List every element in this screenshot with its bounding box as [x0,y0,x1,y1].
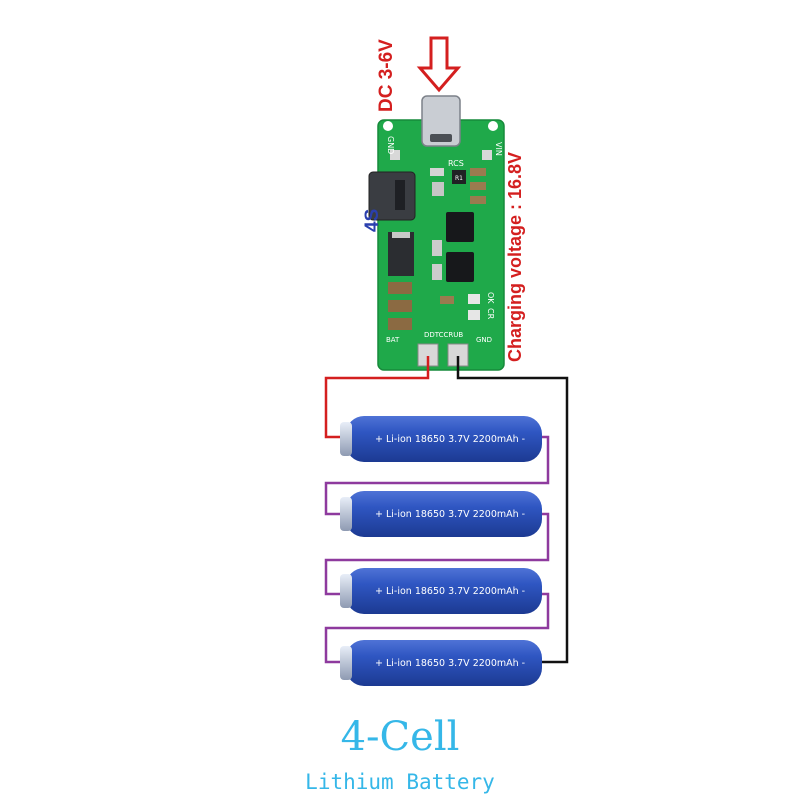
cell-label: + Li-ion 18650 3.7V 2200mAh - [375,586,525,597]
cr-label: CR [486,308,495,320]
purple-wire-1 [324,435,550,516]
model-label: DDTCCRUB [424,331,463,339]
input-arrow-icon [416,36,462,93]
controller-chip [446,212,474,242]
resistor-code-label: R1 [455,175,463,182]
pin-vin-label: VIN [494,142,503,156]
input-voltage-label: DC 3-6V [376,39,397,112]
led-cr [468,310,480,320]
led-ok [468,294,480,304]
bat-label: BAT [386,336,400,344]
purple-wire-2 [324,512,550,596]
battery-cell: + Li-ion 18650 3.7V 2200mAh - [340,491,542,537]
gnd-label: GND [476,336,492,344]
battery-cell: + Li-ion 18650 3.7V 2200mAh - [340,416,542,462]
battery-cell: + Li-ion 18650 3.7V 2200mAh - [340,640,542,686]
mosfet-chip [446,252,474,282]
rcs-label: RCS [448,159,464,168]
wiring [324,356,569,664]
cell-label: + Li-ion 18650 3.7V 2200mAh - [375,434,525,445]
cell-label: + Li-ion 18650 3.7V 2200mAh - [375,509,525,520]
purple-wire-3 [324,592,550,664]
diode [388,232,414,276]
usb-c-connector [421,95,461,147]
page-title: 4-Cell [340,714,460,760]
pin-gnd-top-label: GND [386,136,395,154]
page-subtitle: Lithium Battery [305,770,495,794]
charging-voltage-label: Charging voltage : 16.8V [505,151,525,362]
ok-label: OK [486,292,495,304]
charger-board: GND VIN RCS R1 OK CR DDTCCRUB BAT GND [368,95,505,371]
red-wire [324,356,430,439]
battery-cell: + Li-ion 18650 3.7V 2200mAh - [340,568,542,614]
series-config-label: 4S [362,208,383,232]
cell-label: + Li-ion 18650 3.7V 2200mAh - [375,658,525,669]
black-wire [456,356,569,664]
